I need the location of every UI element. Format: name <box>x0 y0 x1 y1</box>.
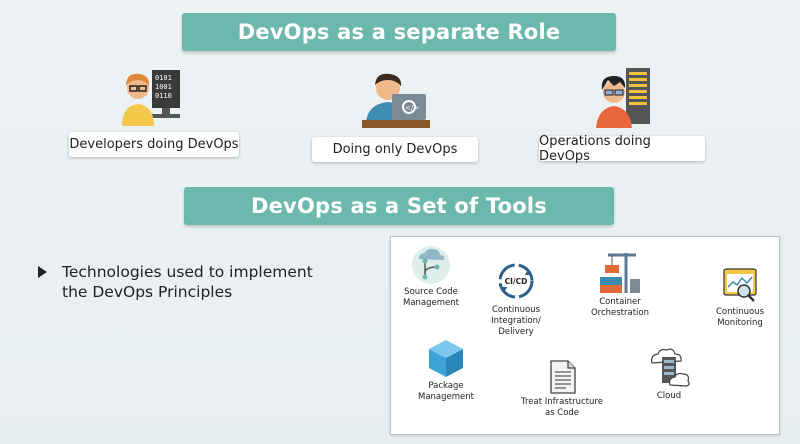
tool-label-line1: Container <box>599 297 641 307</box>
tool-label-line3: Delivery <box>498 327 534 337</box>
monitoring-icon <box>723 268 757 302</box>
source-code-management-icon <box>412 246 450 284</box>
tool-label-line2: Management <box>418 392 474 402</box>
ci-cd-icon: CI/CD <box>498 263 534 299</box>
bullet-arrow-icon <box>38 266 47 278</box>
developer-icon: 0101 1001 0110 <box>122 70 180 126</box>
tools-panel: Source Code Management CI/CD Continuous … <box>390 236 780 435</box>
bullet-point: Technologies used to implement the DevOp… <box>38 262 338 302</box>
tool-label-line2: as Code <box>544 408 580 418</box>
tool-label-line2: Monitoring <box>717 318 763 328</box>
tool-label-line1: Source Code <box>404 287 458 297</box>
role-label-operations: Operations doing DevOps <box>539 134 705 164</box>
tool-label-line1: Package <box>428 381 464 391</box>
operations-engineer-icon <box>596 68 650 128</box>
cloud-icon <box>651 348 690 387</box>
svg-text:</>: </> <box>405 104 419 112</box>
tool-label-line1: Treat Infrastructure <box>521 397 603 407</box>
svg-text:1001: 1001 <box>155 83 172 91</box>
role-label-devops-only: Doing only DevOps <box>312 137 478 162</box>
tools-banner: DevOps as a Set of Tools <box>184 187 614 225</box>
svg-text:0110: 0110 <box>155 92 172 100</box>
tool-source-code-management: Source Code Management <box>399 245 463 309</box>
package-icon <box>429 340 463 377</box>
devops-engineer-icon: </> <box>362 73 430 128</box>
tool-label-line1: Continuous <box>715 307 764 317</box>
svg-text:0101: 0101 <box>155 74 172 82</box>
tool-label-line2: Orchestration <box>590 308 650 318</box>
bullet-line-1: Technologies used to implement <box>62 263 313 281</box>
tool-infrastructure-as-code: Treat Infrastructure as Code <box>517 359 607 419</box>
tool-label-line1: Cloud <box>656 391 682 401</box>
tool-ci-cd: CI/CD Continuous Integration/ Delivery <box>483 259 549 338</box>
tool-label-line1: Continuous <box>491 305 540 315</box>
infrastructure-as-code-icon <box>550 360 576 394</box>
tool-label-line2: Management <box>403 298 459 308</box>
role-label-developers: Developers doing DevOps <box>69 132 239 157</box>
tool-container-orchestration: Container Orchestration <box>585 249 655 319</box>
bullet-line-2: the DevOps Principles <box>62 283 233 301</box>
tool-package-management: Package Management <box>411 337 481 403</box>
ci-cd-badge: CI/CD <box>505 277 528 286</box>
tool-continuous-monitoring: Continuous Monitoring <box>707 265 773 329</box>
tool-cloud: Cloud <box>641 345 697 402</box>
role-banner: DevOps as a separate Role <box>182 13 616 51</box>
container-orchestration-icon <box>600 253 640 293</box>
tool-label-line2: Integration/ <box>491 316 541 326</box>
